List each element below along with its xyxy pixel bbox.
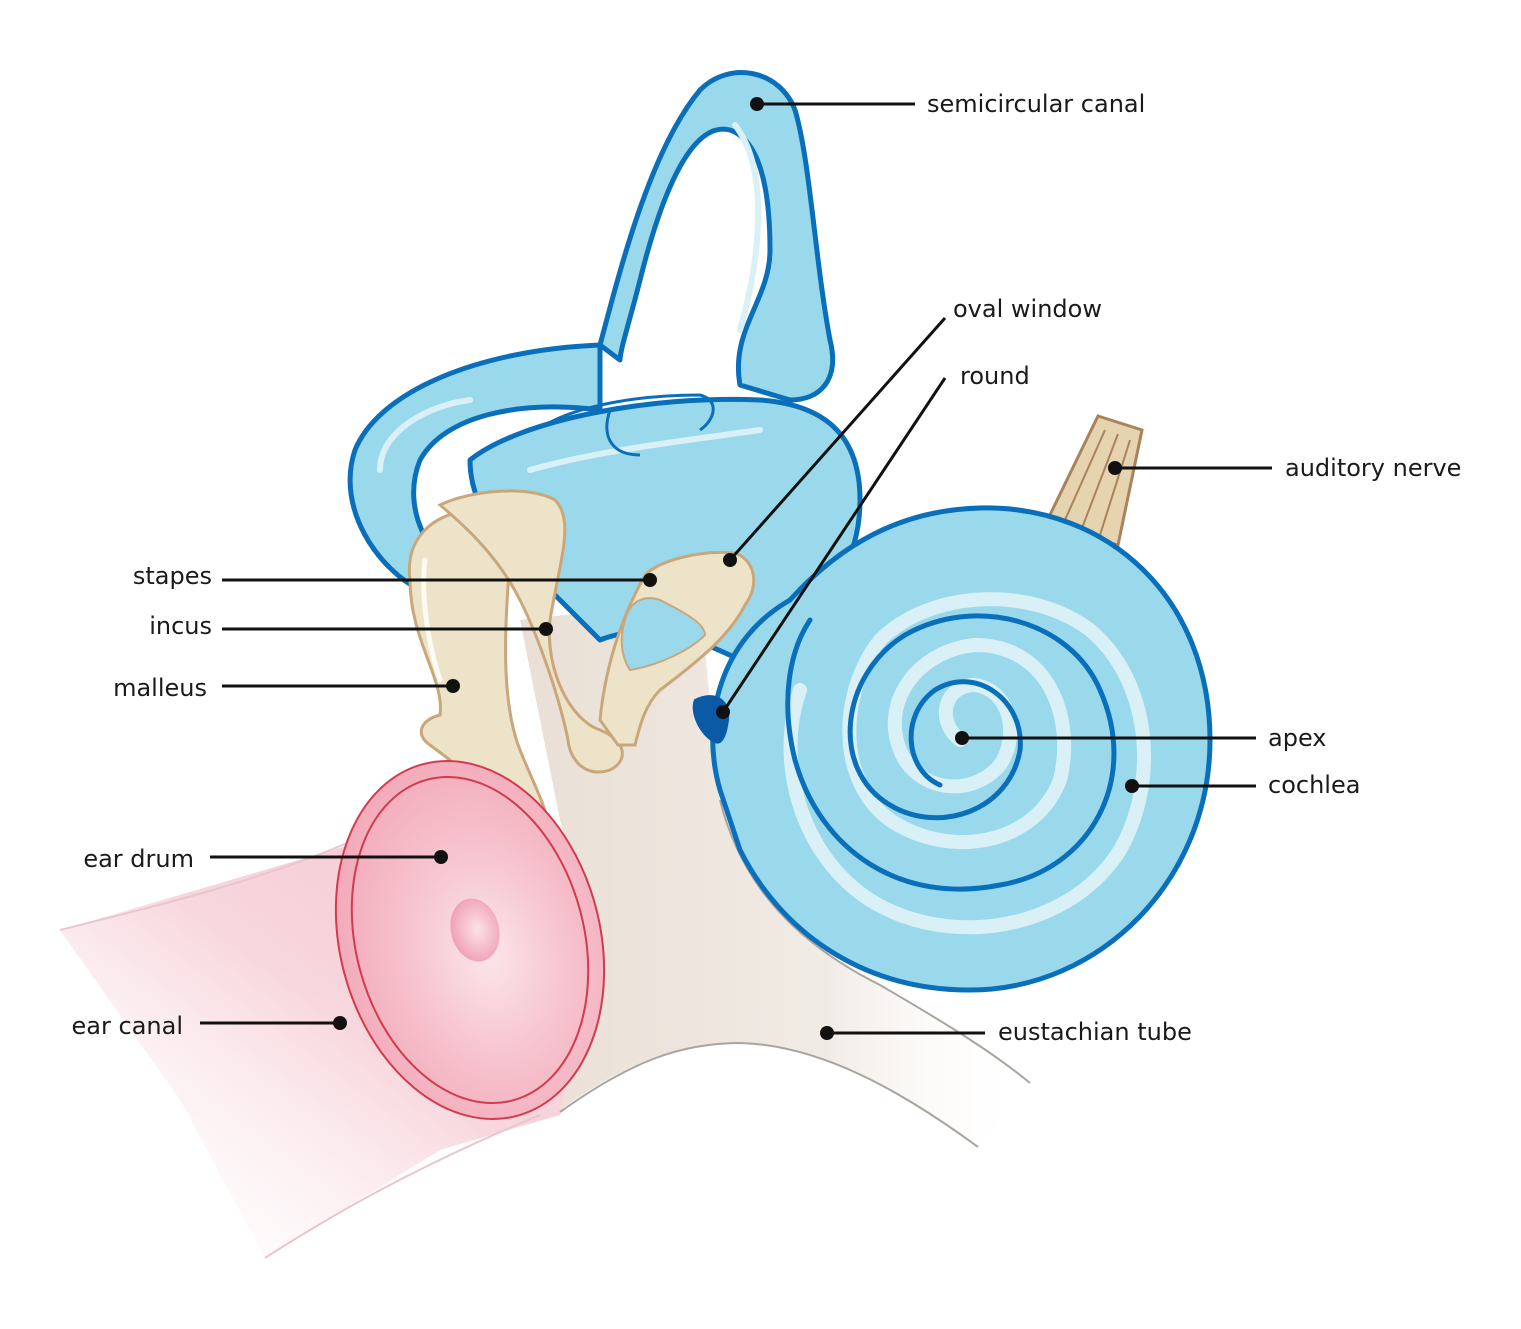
ossicles-shape [407, 489, 756, 848]
leader-lines [200, 97, 1272, 1040]
label-oval-window: oval window [953, 295, 1102, 323]
label-ear-drum: ear drum [83, 845, 194, 873]
label-apex: apex [1268, 724, 1327, 752]
label-auditory-nerve: auditory nerve [1285, 454, 1461, 482]
semicircular-canal-shape [347, 70, 863, 663]
cochlea-shape [710, 505, 1213, 993]
ear-drum-shape [334, 760, 606, 1120]
auditory-nerve-shape [1042, 414, 1144, 547]
label-incus: incus [149, 612, 212, 640]
label-ear-canal: ear canal [72, 1012, 183, 1040]
label-semicircular-canal: semicircular canal [927, 90, 1145, 118]
label-stapes: stapes [133, 562, 212, 590]
label-malleus: malleus [113, 674, 207, 702]
label-eustachian-tube: eustachian tube [998, 1018, 1192, 1046]
label-cochlea: cochlea [1268, 771, 1360, 799]
label-round: round [960, 362, 1030, 390]
